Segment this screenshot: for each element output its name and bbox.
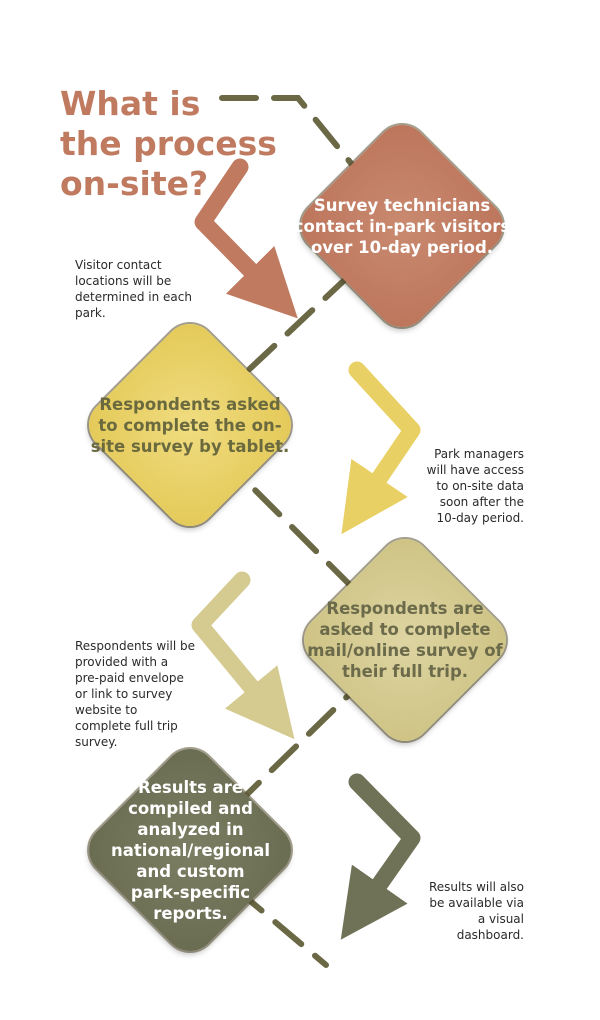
- title-line: the process: [60, 124, 277, 163]
- step-2-text: Respondents asked to complete the on-sit…: [90, 394, 290, 456]
- page-title: What is the process on-site?: [60, 84, 277, 204]
- note-park-managers: Park managers will have access to on-sit…: [426, 447, 524, 525]
- note-respondents-mail: Respondents will be provided with a pre-…: [75, 639, 196, 749]
- note-visitor-contact: Visitor contact locations will be determ…: [75, 258, 192, 320]
- arrow-1: [194, 158, 298, 319]
- title-line: What is: [60, 84, 201, 123]
- step-1-text: Survey technicians contact in-park visit…: [293, 195, 511, 257]
- arrow-4: [340, 773, 421, 940]
- arrow-3: [191, 571, 295, 740]
- step-4-text: Results are compiled and analyzed in nat…: [111, 777, 271, 923]
- arrow-2: [341, 361, 421, 535]
- step-3-text: Respondents are asked to complete mail/o…: [307, 599, 503, 681]
- title-line: on-site?: [60, 164, 209, 203]
- note-dashboard: Results will also be available via a vis…: [428, 880, 524, 942]
